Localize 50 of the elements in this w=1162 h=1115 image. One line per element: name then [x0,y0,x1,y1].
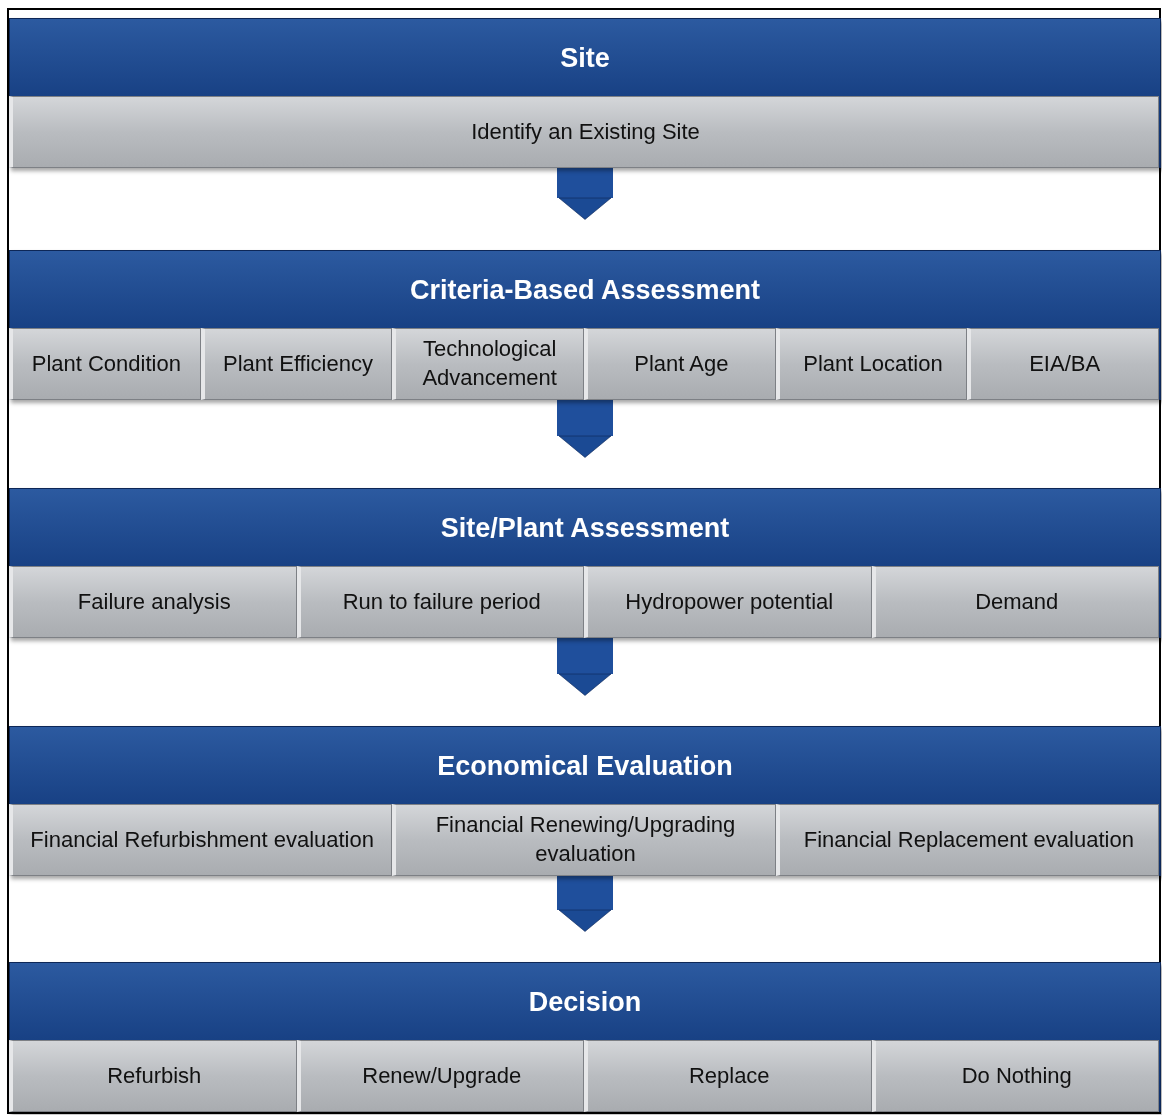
step-box [9,1040,297,1112]
step-box [9,328,201,400]
step-label: EIA/BA [1029,349,1101,378]
step-box [392,328,584,400]
block-arrow [557,168,613,220]
step-label: Technological Advancement [421,335,558,392]
step-label: Demand [975,587,1059,616]
step-box [9,96,1159,168]
stage-band [9,726,1161,876]
stage-band [9,18,1161,168]
step-box [871,566,1159,638]
stage-heading: Site [560,42,610,74]
step-label: Identify an Existing Site [471,117,700,146]
block-arrow [557,876,613,932]
step-box [967,328,1159,400]
step-label: Replace [688,1061,770,1090]
step-label: Run to failure period [342,587,541,616]
step-box [584,1040,872,1112]
step-label: Financial Replacement evaluation [803,825,1134,854]
step-box [584,566,872,638]
step-box [584,328,776,400]
stage-heading: Site/Plant Assessment [440,512,730,544]
block-arrow [557,400,613,458]
stage-heading: Decision [528,986,642,1018]
step-label: Plant Efficiency [222,349,373,378]
stage-band [9,488,1161,638]
step-box [9,566,297,638]
stage-band [9,250,1161,400]
step-label: Hydropower potential [625,587,834,616]
step-label: Plant Location [803,349,943,378]
step-box [871,1040,1159,1112]
step-label: Financial Refurbishment evaluation [30,825,374,854]
step-box [296,1040,584,1112]
stage-band [9,962,1161,1112]
stage-heading: Economical Evaluation [437,750,733,782]
step-box [200,328,393,400]
step-label: Renew/Upgrade [362,1061,522,1090]
step-box [9,804,393,876]
step-box [775,804,1159,876]
step-box [775,328,968,400]
step-box [296,566,584,638]
step-label: Refurbish [107,1061,202,1090]
step-label: Do Nothing [961,1061,1072,1090]
stage-heading: Criteria-Based Assessment [409,274,761,306]
step-label: Financial Renewing/Upgrading evaluation [434,811,737,868]
block-arrow [557,638,613,696]
step-label: Failure analysis [77,587,231,616]
step-box [392,804,776,876]
step-label: Plant Condition [31,349,181,378]
step-label: Plant Age [634,349,729,378]
